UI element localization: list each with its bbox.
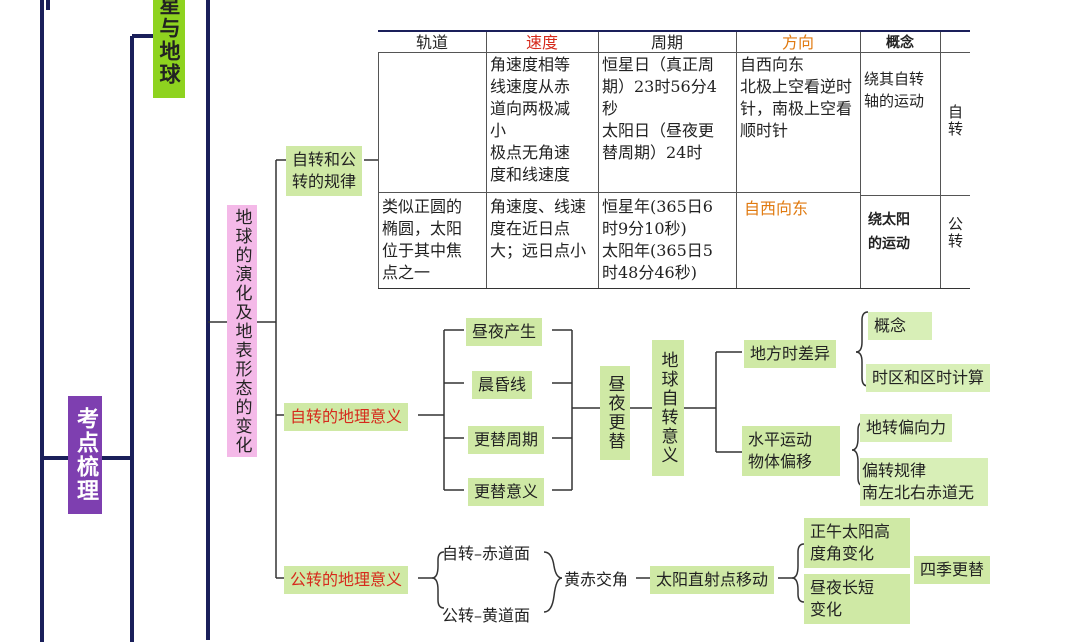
obliquity-node: 黄赤交角 [564,570,629,589]
evolution-title-label: 地球的演化及地表形态的变化 [227,205,257,457]
coriolis-node: 地转偏向力 [860,414,953,442]
revolution-plane-node: 公转–黄道面 [442,606,531,625]
motion-table: 轨道 速度 周期 方向 概念 角速度相等 线速度从赤 道向两极减 小 极点无角速… [378,30,970,289]
time-zone-node: 时区和区时计算 [866,364,991,392]
row2-speed: 角速度、线速 度在近日点 大；远日点小 [490,197,587,260]
concept-node: 概念 [868,312,932,340]
local-time-node: 地方时差异 [744,340,837,368]
row1-label: 自转 [946,104,964,138]
row1-concept: 绕其自转 轴的运动 [864,70,925,110]
rotation-plane-node: 自转–赤道面 [442,544,531,563]
row2-concept: 绕太阳 的运动 [868,212,910,252]
day-night-alternation-node: 昼夜更替 [600,366,630,460]
day-length-node: 昼夜长短 变化 [804,574,910,624]
day-night-item-1: 昼夜产生 [466,318,543,346]
day-night-item-2: 晨昏线 [472,371,533,399]
day-night-item-3: 更替周期 [468,426,545,454]
subsolar-node: 太阳直射点移动 [650,566,775,594]
row2-orbit: 类似正圆的 椭圆，太阳 位于其中焦 点之一 [382,197,463,282]
row2-period: 恒星年(365日6 时9分10秒) 太阳年(365日5 时48分46秒) [602,197,713,282]
rules-node: 自转和公 转的规律 [286,146,362,196]
noon-angle-node: 正午太阳高 度角变化 [804,518,910,568]
row2-label: 公转 [946,216,964,250]
review-title-label: 考点梳理 [68,396,102,514]
header-period: 周期 [598,32,737,52]
deflection-rule-node: 偏转规律 南左北右赤道无 [860,458,988,506]
row1-speed: 角速度相等 线速度从赤 道向两极减 小 极点无角速 度和线速度 [490,55,571,184]
earth-rotation-significance-node: 地球自转意义 [652,340,684,476]
revolution-significance-node: 公转的地理意义 [284,566,409,594]
row2-direction: 自西向东 [744,199,809,218]
row1-direction: 自西向东 北极上空看逆时 针，南极上空看 顺时针 [740,55,853,140]
rotation-significance-node: 自转的地理意义 [284,403,409,431]
header-concept: 概念 [860,32,941,52]
seasons-node: 四季更替 [914,556,991,584]
header-orbit: 轨道 [378,32,487,52]
topic-top-label: 星与地球 [153,0,185,98]
row1-period: 恒星日（真正周 期）23时56分4 秒 太阳日（昼夜更 替周期）24时 [602,55,717,162]
day-night-item-4: 更替意义 [468,478,545,506]
horizontal-motion-node: 水平运动 物体偏移 [742,426,840,476]
header-direction: 方向 [736,32,861,52]
header-speed: 速度 [486,32,599,52]
